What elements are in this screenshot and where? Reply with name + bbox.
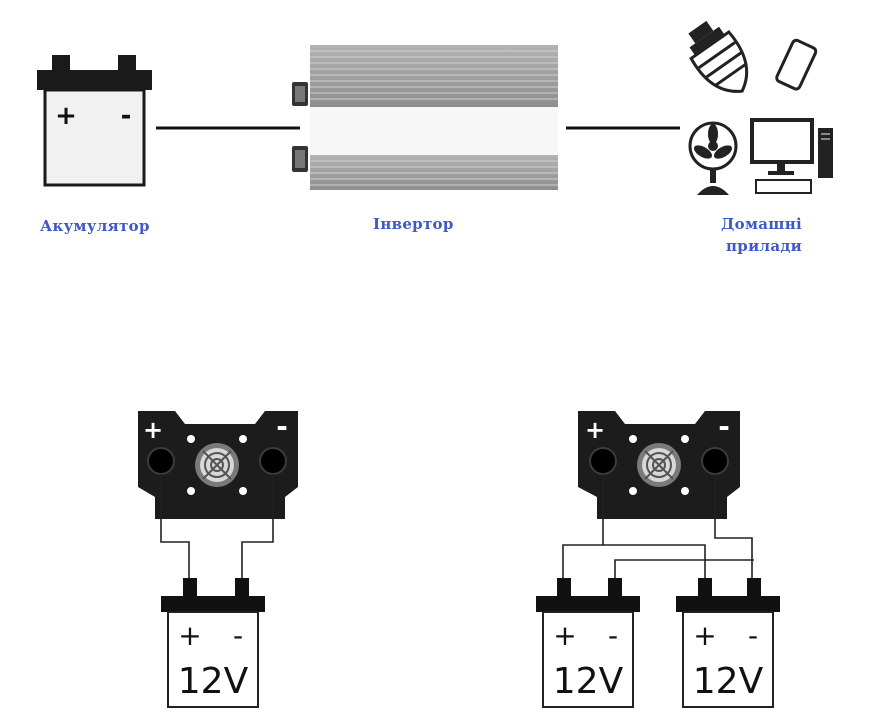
battery-plus-sign: + (553, 619, 576, 652)
keyboard-icon (755, 179, 812, 194)
appliances-caption-line1: Домашні (721, 215, 802, 233)
inverter-terminal-panel: + - (138, 410, 298, 519)
battery-plus-sign: + (55, 101, 77, 131)
battery-voltage: 12V (693, 661, 764, 702)
inverter-terminal-panel: + - (578, 410, 740, 519)
battery-minus-sign: - (233, 619, 243, 652)
battery-caption: Акумулятор (40, 217, 150, 235)
inverter-icon (292, 45, 558, 190)
inverter-minus-sign: - (276, 410, 288, 443)
wires-parallel-batteries (562, 474, 754, 580)
inverter-plus-sign: + (143, 416, 163, 444)
light-bulb-icon (688, 20, 749, 93)
battery-minus-sign: - (121, 101, 132, 131)
appliances-caption-line2: прилади (726, 237, 803, 255)
battery-voltage: 12V (178, 661, 249, 702)
battery-12v: + - 12V (676, 578, 780, 708)
battery-12v: + - 12V (161, 578, 265, 708)
inverter-caption: Інвертор (373, 215, 454, 233)
battery-plus-sign: + (693, 619, 716, 652)
fan-icon (688, 121, 738, 195)
monitor-icon (750, 118, 814, 175)
car-battery-icon: + - (37, 55, 152, 187)
pc-tower-icon (818, 128, 833, 178)
wires-single-battery (160, 474, 274, 580)
inverter-minus-sign: - (718, 410, 730, 443)
battery-minus-sign: - (748, 619, 758, 652)
battery-plus-sign: + (178, 619, 201, 652)
battery-voltage: 12V (553, 661, 624, 702)
battery-12v: + - 12V (536, 578, 640, 708)
phone-icon (775, 38, 818, 91)
inverter-plus-sign: + (585, 416, 605, 444)
battery-minus-sign: - (608, 619, 618, 652)
